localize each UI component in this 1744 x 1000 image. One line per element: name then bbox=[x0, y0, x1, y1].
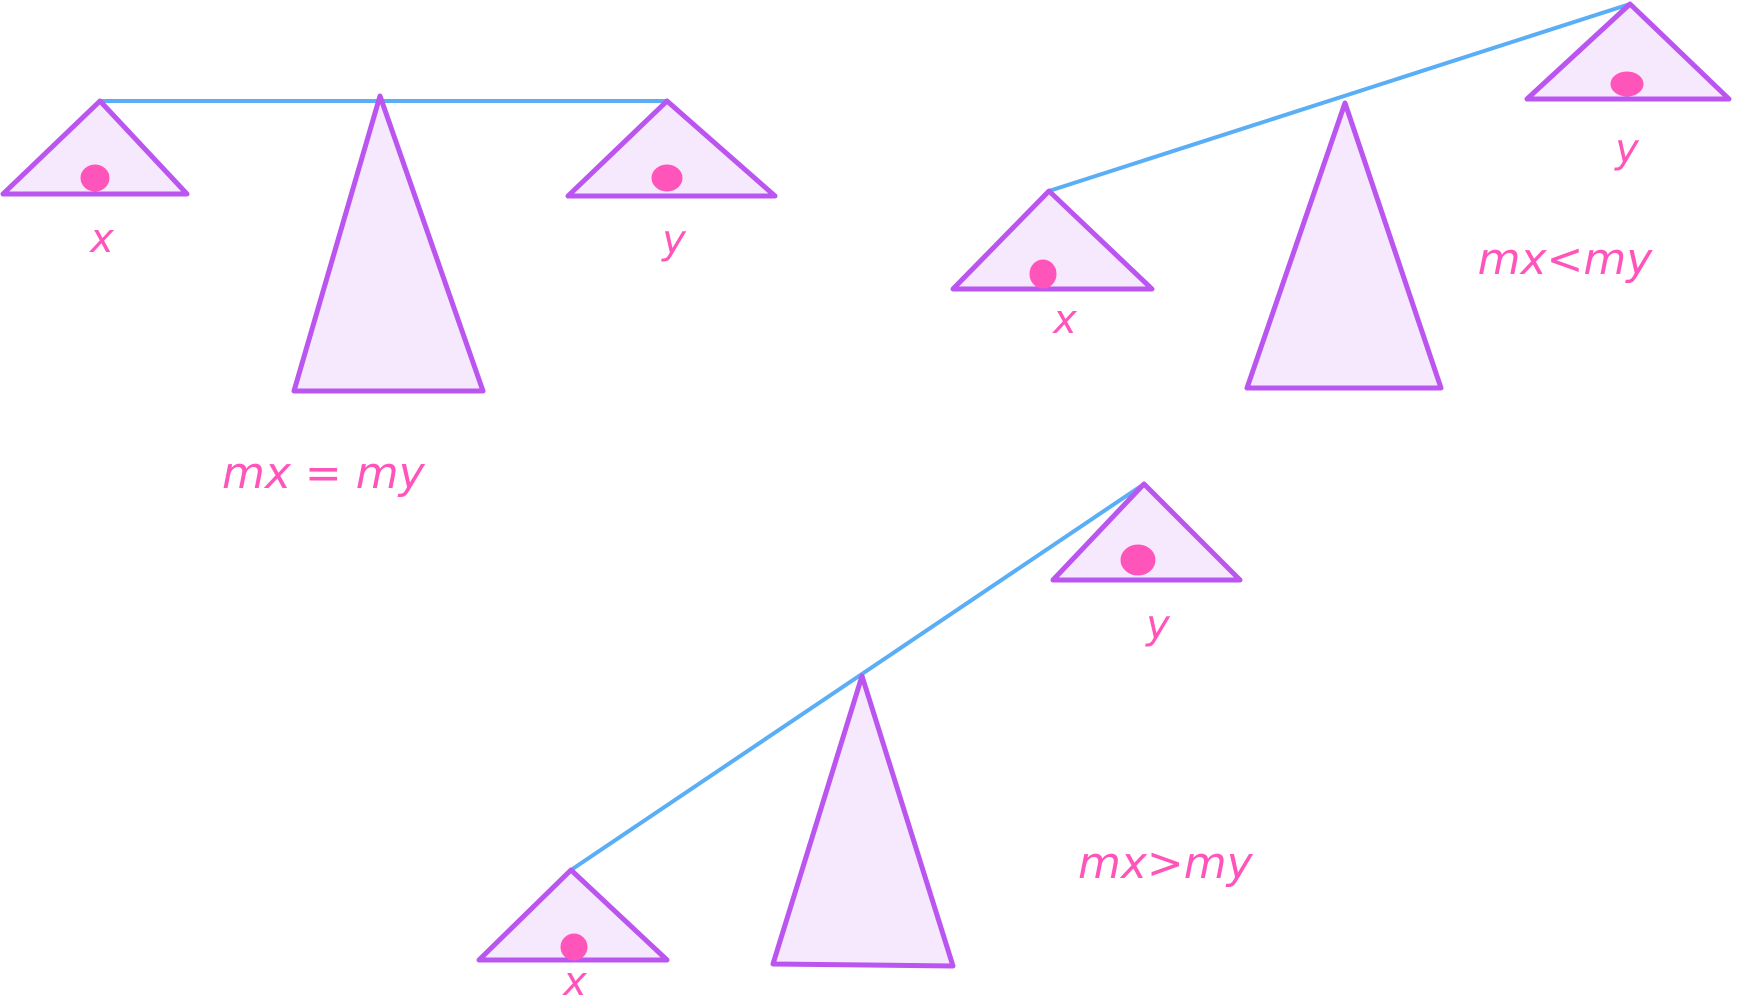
beam bbox=[1047, 2, 1632, 193]
right-mass bbox=[1610, 71, 1644, 97]
balance-equal: x y mx = my bbox=[0, 93, 778, 499]
left-label: x bbox=[88, 216, 114, 262]
fulcrum bbox=[1244, 100, 1444, 391]
left-label: x bbox=[561, 959, 587, 1000]
relation-label: mx = my bbox=[222, 448, 426, 499]
left-mass bbox=[560, 933, 588, 961]
left-pan bbox=[950, 188, 1155, 292]
fulcrum bbox=[770, 673, 956, 969]
right-pan bbox=[1050, 481, 1243, 583]
fulcrum bbox=[291, 93, 486, 394]
left-mass bbox=[1029, 259, 1057, 289]
balance-greater: x y mx>my bbox=[476, 481, 1254, 1000]
right-mass bbox=[1120, 544, 1156, 576]
right-label: y bbox=[1145, 602, 1171, 648]
right-pan bbox=[1524, 1, 1732, 102]
balance-less: x y mx<my bbox=[950, 1, 1732, 391]
left-pan bbox=[0, 98, 190, 197]
left-label: x bbox=[1051, 297, 1077, 343]
right-pan bbox=[565, 98, 778, 199]
right-label: y bbox=[661, 217, 687, 263]
right-mass bbox=[651, 164, 683, 192]
left-mass bbox=[80, 164, 110, 192]
relation-label: mx>my bbox=[1078, 838, 1254, 889]
relation-label: mx<my bbox=[1478, 234, 1654, 285]
beam bbox=[569, 482, 1146, 872]
right-label: y bbox=[1614, 126, 1640, 172]
